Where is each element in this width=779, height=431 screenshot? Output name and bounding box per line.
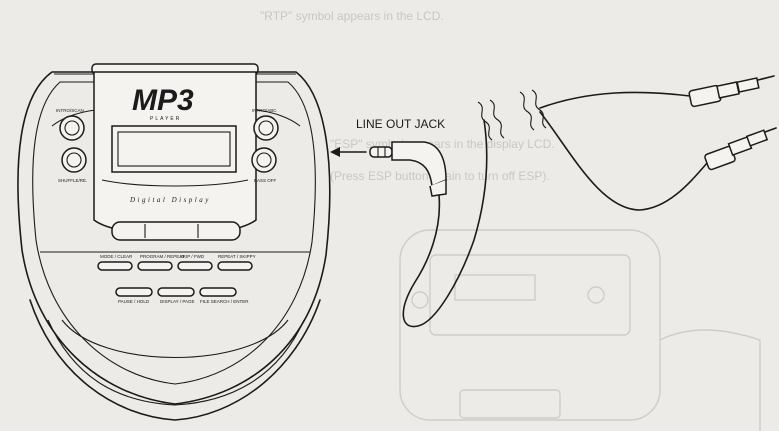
player-base [29, 299, 321, 421]
logo-subtext: PLAYER [150, 116, 181, 122]
control-key-program [137, 261, 173, 271]
line-out-callout: LINE OUT JACK [330, 117, 445, 157]
cable-split [539, 91, 691, 109]
line-out-jack-label: LINE OUT JACK [356, 117, 445, 131]
cable-main-loop [402, 119, 488, 328]
audio-cable [369, 75, 777, 328]
mp3-logo: MP3 [132, 84, 194, 117]
lcd-display [111, 125, 237, 173]
right-top-button-label: INTRO/ABC [252, 108, 277, 113]
control-key-file-search [199, 287, 237, 297]
disc-control-strip [111, 221, 241, 241]
callout-arrow-head [330, 147, 340, 157]
control-key-mode [97, 261, 133, 271]
control-label-6: FILE SEARCH / ENTER [200, 299, 249, 304]
bleed-through-layer: "RTP" symbol appears in the LCD. "ESP" s… [260, 9, 761, 431]
control-label-1: PROGRAM / REPEAT [140, 254, 185, 259]
left-top-button [59, 115, 85, 141]
control-label-3: REPEAT / SKIPPY [218, 254, 256, 259]
bleed-line-1: "RTP" symbol appears in the LCD. [260, 9, 444, 23]
control-key-repeat [217, 261, 253, 271]
mp3-player-illustration: MP3 PLAYER Digital Display INTRO/SCAN SH… [17, 63, 331, 421]
control-key-skip [177, 261, 213, 271]
rca-plug-top [688, 75, 775, 108]
control-label-0: MODE / CLEAR [100, 254, 133, 259]
plug-tip [369, 146, 393, 158]
player-inner-rim [32, 81, 316, 385]
bleed-line-2: "ESP" symbol appears in the display LCD. [330, 137, 555, 151]
right-top-button [253, 115, 279, 141]
left-bottom-button [61, 147, 87, 173]
control-label-4: PAUSE / HOLD [118, 299, 150, 304]
control-key-display [157, 287, 195, 297]
control-label-5: DISPLAY / PAGE [160, 299, 195, 304]
left-bottom-button-label: SHUFFLE/RE. [58, 178, 87, 183]
control-key-pause [115, 287, 153, 297]
brand-text: Digital Display [129, 196, 211, 204]
player-outer-body [17, 71, 331, 405]
rca-plug-bottom [704, 127, 777, 171]
control-label-2: SKIP / FWD [180, 254, 205, 259]
left-top-button-label: INTRO/SCAN [56, 108, 84, 113]
right-bottom-button [251, 147, 277, 173]
right-bottom-button-label: BASS OFF [254, 178, 277, 183]
